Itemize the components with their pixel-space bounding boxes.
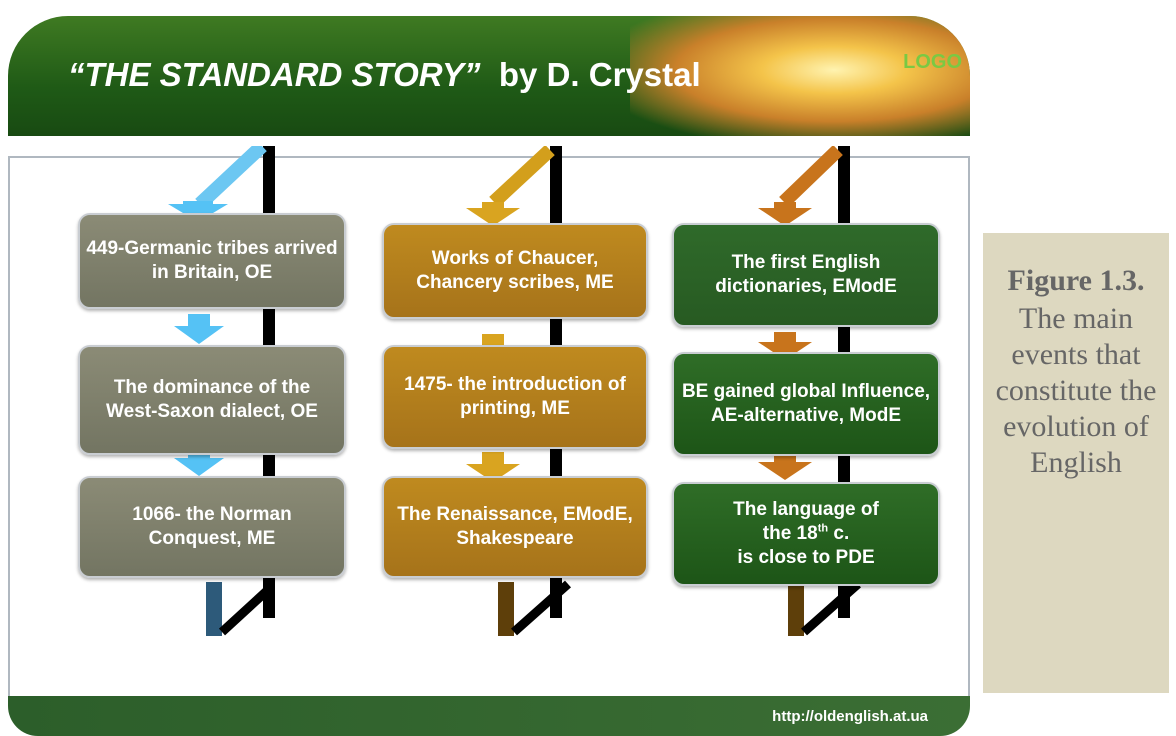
column-3-entry-arrow bbox=[758, 202, 812, 226]
title-author: by D. Crystal bbox=[498, 56, 701, 93]
logo: LOGO bbox=[903, 51, 962, 73]
column-3-exit-line bbox=[801, 580, 861, 636]
column-3-entry-line bbox=[779, 146, 843, 208]
event-box-west-saxon: The dominance of the West-Saxon dialect,… bbox=[78, 345, 346, 455]
slide-title: “THE STANDARD STORY” by D. Crystal bbox=[68, 56, 701, 94]
event-box-global-influence: BE gained global Influence, AE-alternati… bbox=[672, 352, 940, 456]
box-line-3: is close to PDE bbox=[737, 547, 875, 568]
column-2-arrow-3 bbox=[466, 452, 520, 482]
event-box-norman-conquest: 1066- the Norman Conquest, ME bbox=[78, 476, 346, 578]
column-1-exit-bar bbox=[206, 582, 222, 636]
figure-caption-panel: Figure 1.3. The main events that constit… bbox=[983, 233, 1169, 693]
footer-url: http://oldenglish.at.ua bbox=[772, 708, 928, 725]
title-quoted: “THE STANDARD STORY” bbox=[68, 56, 481, 93]
footer-bar: http://oldenglish.at.ua bbox=[8, 696, 970, 736]
column-1-arrow-2 bbox=[174, 314, 224, 344]
column-1-entry-line bbox=[195, 146, 267, 210]
column-3-exit-bar bbox=[788, 582, 804, 636]
column-2-exit-bar bbox=[498, 582, 514, 636]
event-box-dictionaries: The first English dictionaries, EModE bbox=[672, 223, 940, 327]
event-box-18th-century: The language of the 18th c. is close to … bbox=[672, 482, 940, 586]
event-box-renaissance: The Renaissance, EModE, Shakespeare bbox=[382, 476, 648, 578]
column-3-arrow-2 bbox=[758, 332, 812, 360]
column-1-arrow-3 bbox=[174, 446, 224, 476]
box-line-1: The language of bbox=[733, 499, 879, 520]
event-box-chaucer: Works of Chaucer, Chancery scribes, ME bbox=[382, 223, 648, 319]
column-1-exit-line bbox=[218, 584, 274, 636]
figure-title: Figure 1.3. bbox=[1007, 264, 1145, 297]
column-1-entry-arrow bbox=[168, 201, 228, 222]
header-banner: “THE STANDARD STORY” by D. Crystal LOGO bbox=[8, 16, 970, 136]
box-line-2: the 18th c. bbox=[762, 522, 850, 544]
figure-caption: The main events that constitute the evol… bbox=[995, 302, 1157, 479]
column-3-arrow-3 bbox=[758, 452, 812, 480]
event-box-germanic-tribes: 449-Germanic tribes arrived in Britain, … bbox=[78, 213, 346, 309]
column-2-entry-arrow bbox=[466, 202, 520, 226]
column-2-entry-line bbox=[489, 146, 555, 208]
pen-decoration bbox=[630, 16, 970, 136]
column-2-exit-line bbox=[511, 580, 571, 636]
event-box-printing: 1475- the introduction of printing, ME bbox=[382, 345, 648, 449]
